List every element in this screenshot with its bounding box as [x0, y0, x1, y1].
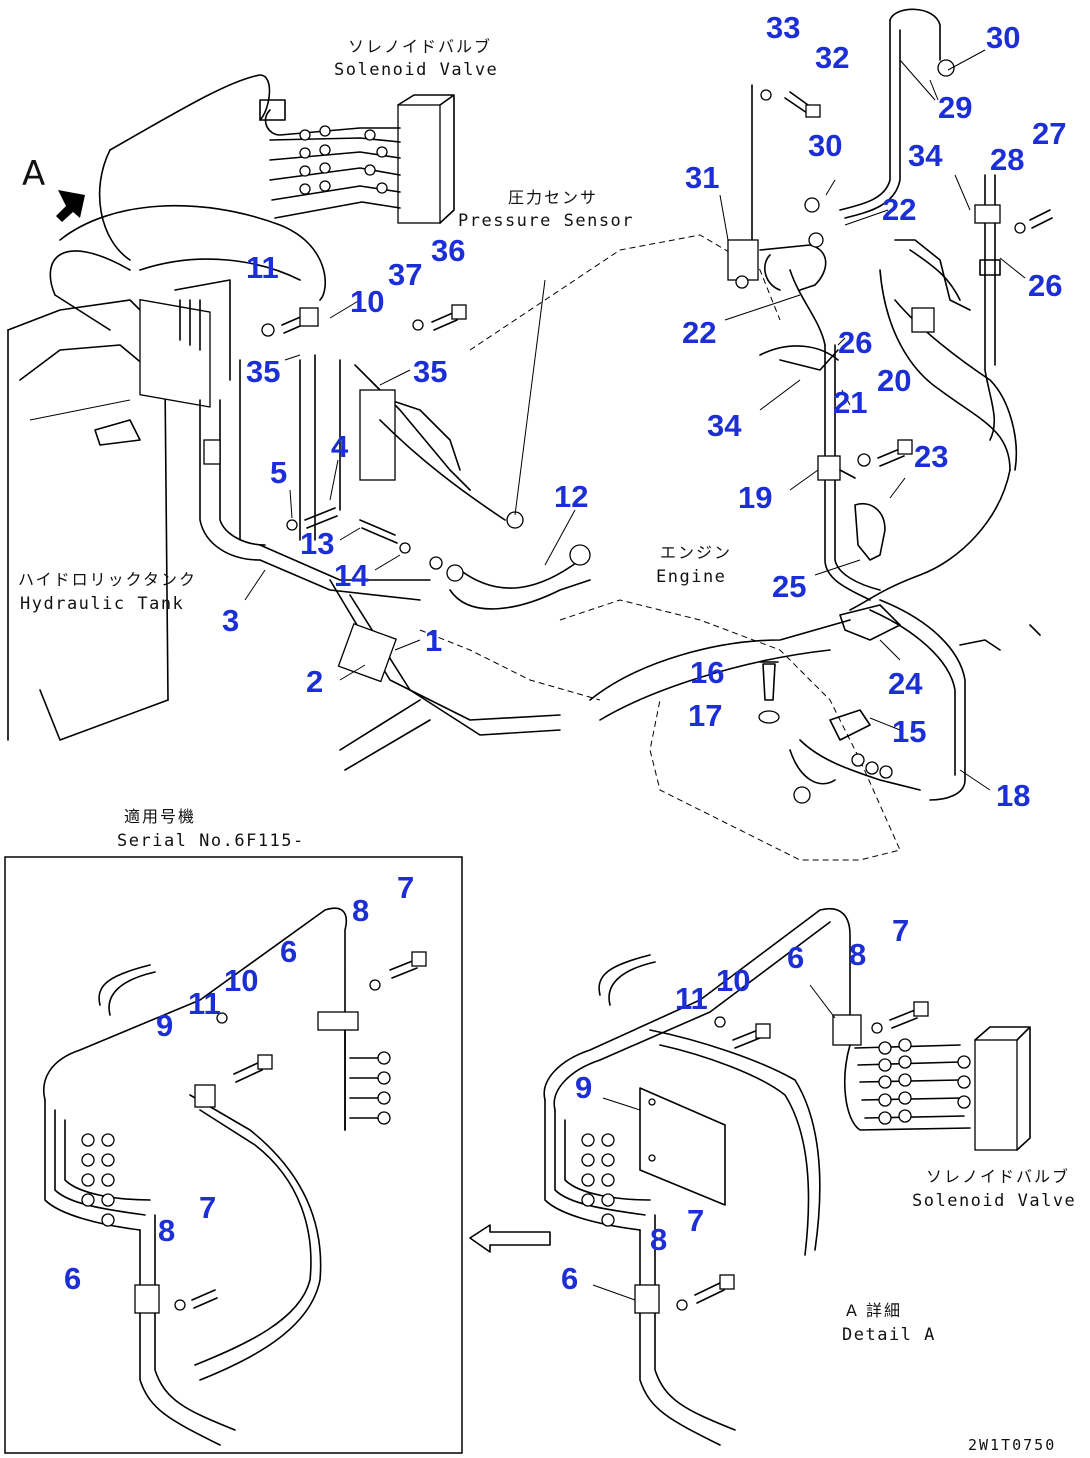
- callout-5: 5: [270, 455, 287, 490]
- callouts: 33 32 30 29 30 31 34 28 27 22 26 22 26 3…: [64, 10, 1066, 1296]
- view-a-arrow: A: [22, 154, 85, 222]
- callout-11: 11: [246, 250, 279, 285]
- callout-36: 36: [431, 233, 465, 268]
- callout-15: 15: [892, 714, 926, 749]
- detail-callout-7: 7: [892, 913, 909, 948]
- serial-label: Serial No.6F115-: [117, 831, 305, 851]
- solenoid-valve-top-label: Solenoid Valve: [334, 60, 498, 80]
- callout-16: 16: [690, 655, 724, 690]
- inset-callout-7: 7: [199, 1190, 216, 1225]
- detail-a-label-jp: A 詳細: [846, 1301, 902, 1320]
- detail-callout-6: 6: [561, 1261, 578, 1296]
- callout-3: 3: [222, 603, 239, 638]
- pressure-sensor-label: Pressure Sensor: [458, 211, 634, 231]
- callout-37: 37: [388, 257, 422, 292]
- detail-callout-8: 8: [849, 937, 866, 972]
- engine: [419, 234, 901, 861]
- callout-31: 31: [685, 160, 719, 195]
- callout-1: 1: [425, 623, 442, 658]
- callout-35: 35: [413, 354, 447, 389]
- callout-20: 20: [877, 363, 911, 398]
- callout-30: 30: [808, 128, 842, 163]
- detail-callout-11: 11: [675, 981, 708, 1016]
- view-a-label: A: [22, 154, 45, 194]
- detail-callout-7: 7: [687, 1203, 704, 1238]
- callout-26: 26: [1028, 268, 1062, 303]
- hydraulic-tank-label: Hydraulic Tank: [20, 594, 184, 614]
- callout-30: 30: [986, 20, 1020, 55]
- solenoid-valve-detail-label-jp: ソレノイドバルブ: [926, 1167, 1070, 1186]
- pressure-sensor-label-jp: 圧力センサ: [508, 188, 598, 207]
- main-pipe-run: [259, 354, 591, 771]
- captions: ソレノイドバルブ Solenoid Valve 圧力センサ Pressure S…: [18, 37, 1076, 1454]
- callout-29: 29: [938, 90, 972, 125]
- inset-callout-10: 10: [224, 963, 258, 998]
- solenoid-valve-top-label-jp: ソレノイドバルブ: [348, 37, 492, 56]
- callout-13: 13: [300, 526, 334, 561]
- solenoid-valve-top: [259, 94, 455, 224]
- detail-callout-8: 8: [650, 1222, 667, 1257]
- detail-a: [543, 908, 1031, 1446]
- callout-17: 17: [688, 698, 722, 733]
- reference-arrow: [469, 1224, 551, 1253]
- callout-2: 2: [306, 664, 323, 699]
- leader-lines: [244, 49, 1026, 791]
- callout-28: 28: [990, 142, 1024, 177]
- callout-18: 18: [996, 778, 1030, 813]
- hose-bundle-left: [49, 74, 421, 601]
- callout-23: 23: [914, 439, 948, 474]
- callout-24: 24: [888, 666, 923, 701]
- callout-19: 19: [738, 480, 772, 515]
- callout-26: 26: [838, 325, 872, 360]
- callout-22: 22: [682, 315, 716, 350]
- hardware: [261, 89, 1053, 724]
- serial-inset: [4, 856, 463, 1454]
- inset-callout-8: 8: [158, 1213, 175, 1248]
- callout-33: 33: [766, 10, 800, 45]
- detail-callout-9: 9: [575, 1070, 592, 1105]
- callout-34: 34: [707, 408, 742, 443]
- callout-10: 10: [350, 284, 384, 319]
- callout-22: 22: [882, 192, 916, 227]
- callout-34: 34: [908, 138, 943, 173]
- engine-label: Engine: [656, 567, 726, 587]
- callout-14: 14: [334, 558, 369, 593]
- inset-callout-6: 6: [64, 1261, 81, 1296]
- engine-label-jp: エンジン: [660, 543, 732, 562]
- inset-callout-7: 7: [397, 870, 414, 905]
- main-assembly: A: [7, 8, 1053, 861]
- detail-callout-10: 10: [716, 963, 750, 998]
- detail-a-label: Detail A: [842, 1325, 936, 1345]
- detail-callout-6: 6: [787, 940, 804, 975]
- solenoid-valve-detail-label: Solenoid Valve: [912, 1191, 1076, 1211]
- callout-12: 12: [554, 479, 588, 514]
- callout-27: 27: [1032, 116, 1066, 151]
- inset-callout-8: 8: [352, 893, 369, 928]
- drawing-number: 2W1T0750: [968, 1436, 1056, 1454]
- callout-4: 4: [331, 429, 349, 464]
- inset-callout-9: 9: [156, 1008, 173, 1043]
- callout-32: 32: [815, 40, 849, 75]
- right-harness: [727, 8, 1041, 804]
- callout-25: 25: [772, 569, 806, 604]
- serial-label-jp: 適用号機: [124, 807, 196, 826]
- inset-callout-6: 6: [280, 934, 297, 969]
- hydraulic-tank-label-jp: ハイドロリックタンク: [18, 570, 197, 589]
- inset-callout-11: 11: [188, 986, 221, 1021]
- callout-35: 35: [246, 354, 280, 389]
- callout-21: 21: [833, 385, 867, 420]
